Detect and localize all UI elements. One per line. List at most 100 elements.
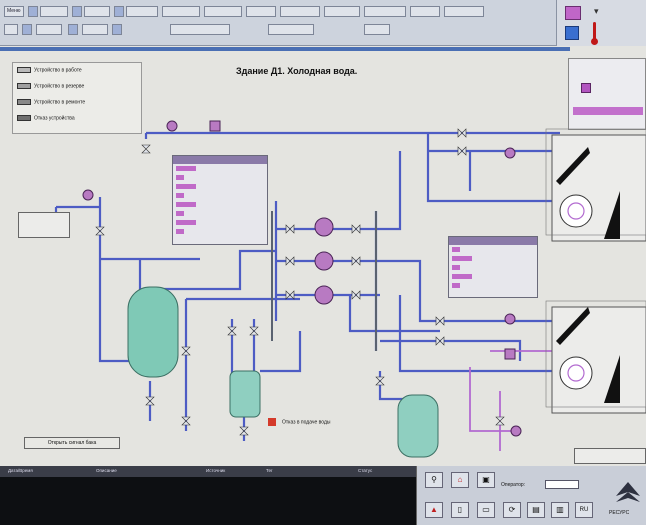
valve[interactable] [351,290,361,300]
info-box-row [173,191,267,200]
pressure-sensor[interactable] [510,425,522,437]
valve[interactable] [457,128,467,138]
toolbar-button[interactable] [84,6,110,17]
valve[interactable] [435,316,445,326]
toolbar-button[interactable] [22,24,32,35]
valve[interactable] [145,396,155,406]
toolbar-button[interactable] [68,24,78,35]
alarm-status-bar [573,107,643,115]
alarm-icon[interactable] [565,6,581,20]
toolbar-menu-button[interactable]: Меню [4,6,24,17]
toolbar-button[interactable] [82,24,108,35]
language-button[interactable]: RU [575,502,593,518]
damper-icon [556,147,590,185]
toolbar-button[interactable] [268,24,314,35]
valve[interactable] [495,416,505,426]
legend-item: Отказ устройства [17,115,75,127]
toolbar-button[interactable] [280,6,320,17]
refresh-icon[interactable]: ⟳ [503,502,521,518]
toolbar-button[interactable] [324,6,360,17]
valve[interactable] [227,326,237,336]
print-icon[interactable]: ▤ [527,502,545,518]
pipe-network [54,131,560,441]
toolbar-button[interactable] [410,6,440,17]
toolbar-button[interactable] [444,6,484,17]
pump-1[interactable] [314,217,334,237]
valve[interactable] [239,426,249,436]
toolbar-button[interactable] [114,6,124,17]
pressure-sensor[interactable] [504,313,516,325]
system-icon[interactable] [565,26,579,40]
valve[interactable] [285,256,295,266]
inlet-label-box [18,212,70,238]
save-icon[interactable]: ▥ [551,502,569,518]
toolbar-button[interactable] [112,24,122,35]
folder-icon[interactable]: ▭ [477,502,495,518]
pressure-sensor[interactable] [504,147,516,159]
pressure-sensor[interactable] [82,189,94,201]
alarm-row[interactable] [0,504,416,511]
valve[interactable] [95,226,105,236]
thermometer-bulb-icon [591,38,598,45]
outlet-label-box [574,448,646,464]
alarm-status-square[interactable] [581,83,591,93]
logo-text: РЕСУРС [609,510,630,516]
toolbar-button[interactable] [364,24,390,35]
toolbar-button[interactable] [162,6,200,17]
pressure-sensor[interactable] [166,120,178,132]
valve[interactable] [375,376,385,386]
alarm-row[interactable] [0,512,416,519]
valve[interactable] [435,336,445,346]
toolbar-button[interactable] [72,6,82,17]
valve[interactable] [457,146,467,156]
valve[interactable] [181,416,191,426]
toolbar-button[interactable] [204,6,242,17]
pump-2[interactable] [314,251,334,271]
flow-sensor[interactable] [504,348,516,360]
toolbar-button[interactable] [4,24,18,35]
column-header[interactable]: Статус [358,468,373,473]
alarm-row[interactable] [0,488,416,495]
open-tank-signal-button[interactable]: Открыть сигнал бака [24,437,120,449]
alarm-triangle-icon[interactable]: ▲ [425,502,443,518]
toolbar-button[interactable] [40,6,68,17]
valve[interactable] [141,144,151,154]
valve[interactable] [285,224,295,234]
alarm-row[interactable] [0,496,416,503]
legend-item: Устройство в ремонте [17,99,85,111]
valve[interactable] [249,326,259,336]
info-box-row [173,173,267,182]
flow-sensor[interactable] [209,120,221,132]
alarm-row[interactable] [0,480,416,487]
water-supply-alarm: Отказ в подаче воды [268,418,330,426]
column-header[interactable]: Источник [206,468,226,473]
air-handling-unit-2[interactable] [545,300,646,414]
toolbar-button[interactable] [246,6,276,17]
toolbar-button[interactable] [170,24,230,35]
operator-field[interactable] [545,480,579,489]
right-alarm-panel [568,58,646,130]
info-box-row [173,164,267,173]
fan-icon [559,194,593,228]
toolbar-button[interactable] [364,6,406,17]
valve[interactable] [351,224,361,234]
thermometer-icon [593,22,596,40]
filter-icon[interactable]: ⚲ [425,472,443,488]
pump-3[interactable] [314,285,334,305]
toolbar-button[interactable] [126,6,158,17]
column-header[interactable]: Тег [266,468,273,473]
document-icon[interactable]: ▯ [451,502,469,518]
image-icon[interactable]: ▣ [477,472,495,488]
header-band [0,47,570,51]
process-scheme [54,120,646,458]
valve[interactable] [181,346,191,356]
toolbar-button[interactable] [36,24,62,35]
valve[interactable] [351,256,361,266]
toolbar-button[interactable] [28,6,38,17]
column-header[interactable]: Дата/Время [8,468,33,473]
column-header[interactable]: Описание [96,468,117,473]
air-handling-unit-1[interactable] [545,128,646,242]
info-box-row [449,263,537,272]
home-icon[interactable]: ⌂ [451,472,469,488]
valve[interactable] [285,290,295,300]
